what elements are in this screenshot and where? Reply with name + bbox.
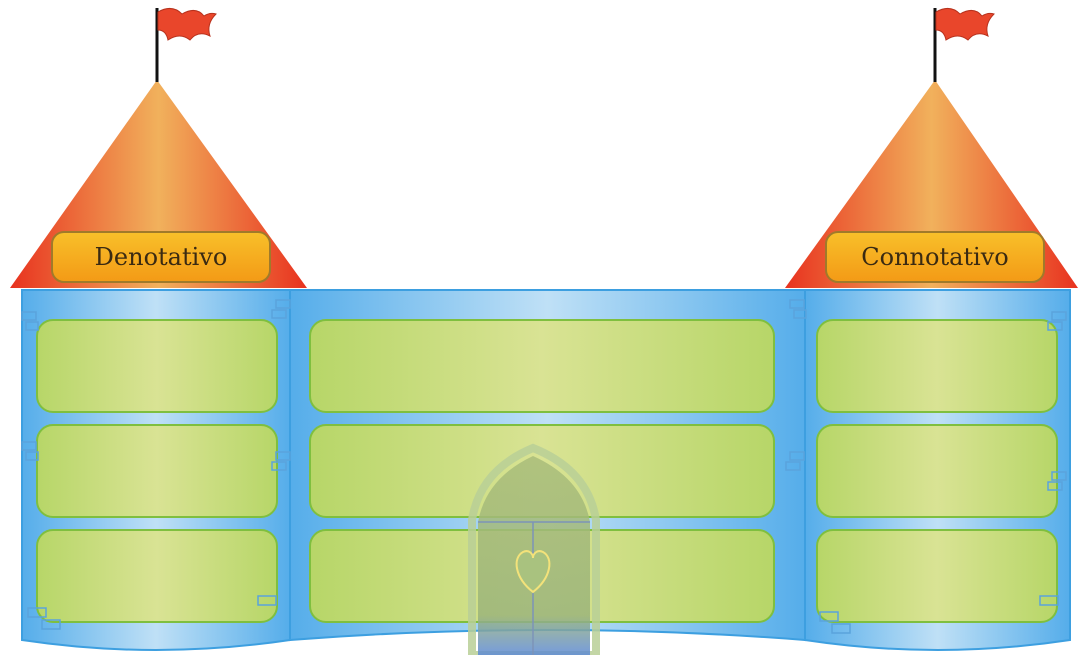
center-panel-1: [310, 320, 774, 412]
right-panel-3: [817, 530, 1057, 622]
left-panel-3: [37, 530, 277, 622]
castle-door: [472, 448, 596, 655]
left-panel-1: [37, 320, 277, 412]
left-tower-label: Denotativo: [52, 232, 270, 282]
right-tower: Connotativo: [785, 8, 1078, 650]
right-flag: [935, 8, 994, 82]
right-tower-label: Connotativo: [826, 232, 1044, 282]
right-panel-1: [817, 320, 1057, 412]
left-tower: Denotativo: [10, 8, 307, 650]
connotativo-label: Connotativo: [861, 243, 1008, 271]
left-panel-2: [37, 425, 277, 517]
left-flag: [157, 8, 216, 82]
right-panel-2: [817, 425, 1057, 517]
center-wall: [290, 290, 805, 655]
denotativo-label: Denotativo: [95, 243, 228, 271]
